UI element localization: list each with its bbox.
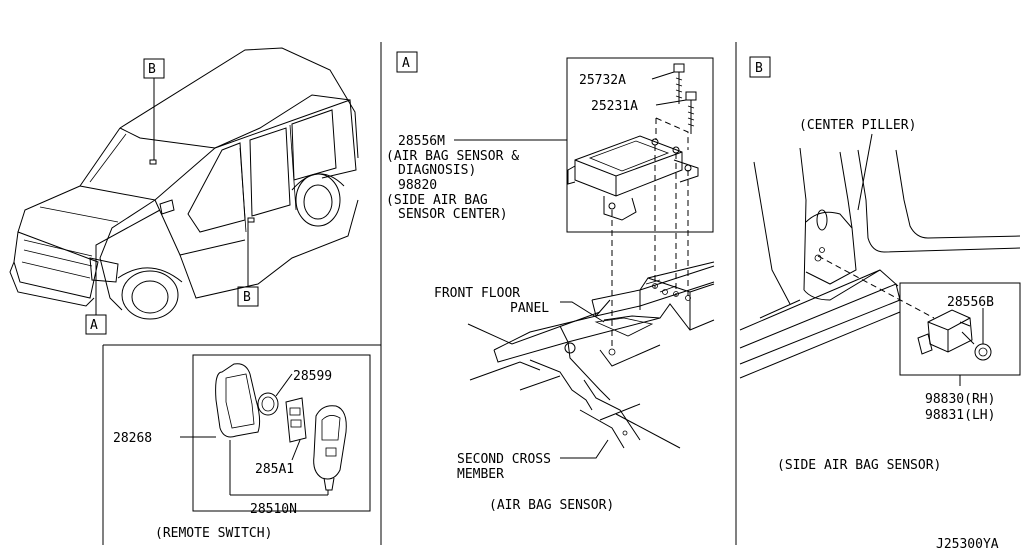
part-25732A: 25732A [579,73,626,88]
desc-28556M-line1: (AIR BAG SENSOR & [386,149,519,164]
part-28599: 28599 [293,369,332,384]
panel-dividers [102,42,737,545]
second-cross-label-2: MEMBER [457,467,504,482]
floor-structure [467,261,715,449]
nut-28556B [974,343,992,361]
part-98820: 98820 [398,178,437,193]
part-25231A: 25231A [591,99,638,114]
air-bag-sensor-caption: (AIR BAG SENSOR) [489,498,614,513]
side-airbag-sensor [917,309,973,355]
bolt-25732A [673,63,685,104]
front-floor-label-1: FRONT FLOOR [434,286,520,301]
callout-a-label: A [90,318,98,333]
part-98831: 98831(LH) [925,408,995,423]
front-floor-label-2: PANEL [510,301,549,316]
bolt-25231A [685,91,697,134]
panel-a-frame [396,51,714,233]
panel-a-label: A [402,56,410,71]
part-28510N: 28510N [250,502,297,517]
panel-a-guides [611,117,689,350]
callout-b-top-label: B [148,62,156,77]
desc-98820-line1: (SIDE AIR BAG [386,193,488,208]
callout-a: A [85,209,161,335]
callout-b-bottom-label: B [243,290,251,305]
vehicle-drawing [9,47,359,320]
center-pillar-structure [739,147,1021,379]
remote-switch-panel [180,354,371,512]
center-piller-label: (CENTER PILLER) [799,118,916,133]
part-98830: 98830(RH) [925,392,995,407]
airbag-sensor-unit [567,135,699,221]
panel-b-label: B [755,61,763,76]
part-28556M: 28556M [398,134,445,149]
part-28268: 28268 [113,431,152,446]
callout-b-top: B [143,58,165,160]
side-air-bag-sensor-caption: (SIDE AIR BAG SENSOR) [777,458,941,473]
part-28556B: 28556B [947,295,994,310]
desc-98820-line2: SENSOR CENTER) [398,207,508,222]
second-cross-label-1: SECOND CROSS [457,452,551,467]
part-285A1: 285A1 [255,462,294,477]
callout-b-bottom: B [237,222,259,307]
remote-switch-caption: (REMOTE SWITCH) [155,526,272,541]
diagram-code: J25300YA [936,537,999,552]
desc-28556M-line2: DIAGNOSIS) [398,163,476,178]
